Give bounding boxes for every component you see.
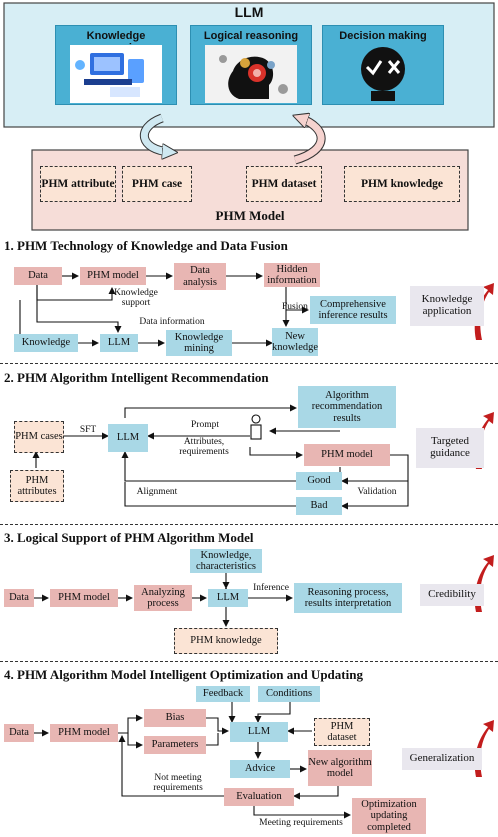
card-title: Decision making bbox=[339, 30, 427, 42]
card-logical-reasoning: Logical reasoning bbox=[190, 25, 312, 105]
pill-phm-knowledge: PHM knowledge bbox=[344, 166, 460, 202]
section-2-heading: 2. PHM Algorithm Intelligent Recommendat… bbox=[4, 370, 269, 385]
s2-alignment-label: Alignment bbox=[136, 487, 178, 497]
phm-model-title: PHM Model bbox=[215, 208, 285, 223]
s1-knowledge: Knowledge bbox=[14, 334, 78, 352]
pill-phm-dataset: PHM dataset bbox=[246, 166, 322, 202]
section-1-heading: 1. PHM Technology of Knowledge and Data … bbox=[4, 238, 288, 253]
card-title: Logical reasoning bbox=[203, 30, 299, 42]
s2-algorithm-recommendation-results: Algorithm recommendation results bbox=[298, 386, 396, 428]
s2-phm-cases: PHM cases bbox=[14, 421, 64, 453]
s3-credibility: Credibility bbox=[420, 584, 484, 606]
s4-phm-dataset: PHM dataset bbox=[314, 718, 370, 746]
knowledge-processing-illustration-icon bbox=[70, 45, 162, 103]
s4-feedback: Feedback bbox=[196, 686, 250, 702]
divider bbox=[0, 524, 498, 525]
s2-bad: Bad bbox=[296, 497, 342, 515]
s4-evaluation: Evaluation bbox=[224, 788, 294, 806]
divider bbox=[0, 661, 498, 662]
s2-prompt-label: Prompt bbox=[191, 420, 219, 430]
card-knowledge-processing: Knowledge processing bbox=[55, 25, 177, 105]
s3-data: Data bbox=[4, 589, 34, 607]
decision-making-illustration-icon bbox=[337, 45, 429, 103]
s2-targeted-guidance: Targeted guidance bbox=[416, 428, 484, 468]
s2-validation-label: Validation bbox=[357, 487, 397, 497]
s3-phm-knowledge: PHM knowledge bbox=[174, 628, 278, 654]
s3-reasoning-process: Reasoning process, results interpretatio… bbox=[294, 583, 402, 613]
s4-data: Data bbox=[4, 724, 34, 742]
logical-reasoning-illustration-icon bbox=[205, 45, 297, 103]
s1-fusion-label: Fusion bbox=[282, 302, 308, 312]
s4-not-meeting-label: Not meeting requirements bbox=[153, 773, 203, 793]
s1-comprehensive-results: Comprehensive inference results bbox=[310, 296, 396, 324]
s2-good: Good bbox=[296, 472, 342, 490]
s2-sft-label: SFT bbox=[79, 425, 97, 435]
pill-phm-attribute: PHM attribute bbox=[40, 166, 116, 202]
s1-hidden-information: Hidden information bbox=[264, 263, 320, 287]
s3-analyzing-process: Analyzing process bbox=[134, 585, 192, 611]
s4-conditions: Conditions bbox=[258, 686, 320, 702]
s2-phm-attributes: PHM attributes bbox=[10, 470, 64, 502]
s3-llm: LLM bbox=[208, 589, 248, 607]
divider bbox=[0, 363, 498, 364]
s4-advice: Advice bbox=[230, 760, 290, 778]
growth-arrow-icons bbox=[474, 283, 494, 777]
llm-title: LLM bbox=[234, 4, 264, 20]
person-icon bbox=[250, 414, 262, 440]
s3-knowledge-characteristics: Knowledge, characteristics bbox=[190, 549, 262, 573]
s4-meeting-label: Meeting requirements bbox=[259, 818, 343, 828]
pill-phm-case: PHM case bbox=[122, 166, 192, 202]
s4-generalization: Generalization bbox=[402, 748, 482, 770]
s2-llm: LLM bbox=[108, 424, 148, 452]
s1-knowledge-mining: Knowledge mining bbox=[166, 330, 232, 356]
s1-phm-model: PHM model bbox=[80, 267, 146, 285]
section-3-heading: 3. Logical Support of PHM Algorithm Mode… bbox=[4, 530, 254, 545]
s3-inference-label: Inference bbox=[253, 583, 289, 593]
s4-llm: LLM bbox=[230, 722, 288, 742]
card-decision-making: Decision making bbox=[322, 25, 444, 105]
s4-parameters: Parameters bbox=[144, 736, 206, 754]
section-4-heading: 4. PHM Algorithm Model Intelligent Optim… bbox=[4, 667, 363, 682]
s2-attributes-requirements-label: Attributes, requirements bbox=[179, 437, 229, 457]
s1-data-information-label: Data information bbox=[139, 317, 205, 327]
s4-optimization-completed: Optimization updating completed bbox=[352, 798, 426, 834]
s4-phm-model: PHM model bbox=[50, 724, 118, 742]
s1-llm: LLM bbox=[100, 334, 138, 352]
s4-bias: Bias bbox=[144, 709, 206, 727]
s1-new-knowledge: New knowledge bbox=[272, 328, 318, 356]
s1-data-analysis: Data analysis bbox=[174, 263, 226, 290]
s2-phm-model: PHM model bbox=[304, 444, 390, 466]
s1-knowledge-application: Knowledge application bbox=[410, 286, 484, 326]
s1-data: Data bbox=[14, 267, 62, 285]
s3-phm-model: PHM model bbox=[50, 589, 118, 607]
s1-knowledge-support-label: Knowledge support bbox=[114, 288, 158, 308]
s4-new-algorithm-model: New algorithm model bbox=[308, 750, 372, 786]
